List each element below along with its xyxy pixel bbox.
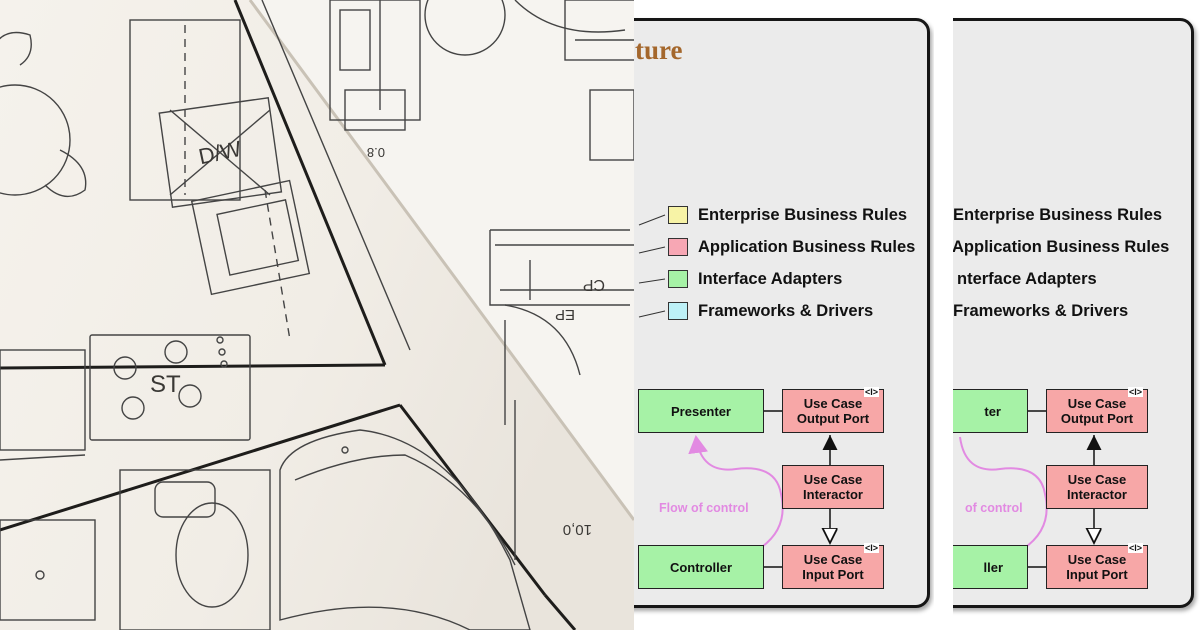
legend-adapters: nterface Adapters: [957, 268, 1097, 290]
legend-application: Application Business Rules: [668, 236, 915, 258]
legend-swatch-green: [668, 270, 688, 288]
input-port-box: Use Case Input Port: [1046, 543, 1148, 589]
presenter-box: Presenter: [638, 389, 764, 433]
blueprint-label-cp: CP: [583, 276, 605, 293]
flow-of-control-label: of control: [965, 501, 1023, 515]
slide-panel: ture Enterprise Business Rules Applicati…: [634, 18, 930, 608]
legend-swatch-yellow: [668, 206, 688, 224]
output-port-box: Use Case Output Port: [1046, 387, 1148, 433]
blueprint-label-08: 0.8: [367, 145, 385, 160]
interactor-box: Use Case Interactor: [1046, 465, 1148, 509]
input-port-box: Use Case Input Port: [782, 543, 884, 589]
slide-crop-a: ture Enterprise Business Rules Applicati…: [634, 0, 934, 630]
legend-adapters: Interface Adapters: [668, 268, 842, 290]
legend-frameworks: Frameworks & Drivers: [668, 300, 873, 322]
diagram-arrows: [959, 21, 1102, 575]
legend-application: Application Business Rules: [953, 236, 1169, 258]
flow-of-control-label: Flow of control: [659, 501, 749, 515]
presenter-box: ter: [953, 389, 1028, 433]
legend-label: Enterprise Business Rules: [953, 205, 1163, 224]
legend-label: Frameworks & Drivers: [698, 301, 874, 320]
interactor-box: Use Case Interactor: [782, 465, 884, 509]
legend-label: Frameworks & Drivers: [953, 301, 1129, 320]
blueprint-label-100: 10,0: [563, 521, 592, 538]
blueprint-label-ep: EP: [555, 306, 575, 323]
blueprint-label-st: ST: [150, 371, 181, 398]
output-port-box: Use Case Output Port: [782, 387, 884, 433]
slide-title: ture: [635, 35, 683, 65]
legend-swatch-pink: [668, 238, 688, 256]
legend-frameworks: Frameworks & Drivers: [953, 300, 1128, 322]
legend-label: nterface Adapters: [957, 269, 1097, 288]
legend-label: Application Business Rules: [953, 237, 1170, 256]
legend-swatch-cyan: [668, 302, 688, 320]
controller-box: Controller: [638, 545, 764, 589]
legend-label: Interface Adapters: [698, 269, 843, 288]
slide-crop-b: Enterprise Business Rules Application Bu…: [953, 0, 1200, 630]
slide-panel: Enterprise Business Rules Application Bu…: [953, 18, 1194, 608]
legend-enterprise: Enterprise Business Rules: [668, 204, 907, 226]
controller-box: ller: [953, 545, 1028, 589]
legend-label: Enterprise Business Rules: [698, 205, 908, 224]
legend-enterprise: Enterprise Business Rules: [953, 204, 1162, 226]
legend-label: Application Business Rules: [698, 237, 916, 256]
diagram-arrows: [638, 214, 838, 575]
blueprint-drawing: D/W ST CP EP 0.8 10,0: [0, 0, 634, 630]
blueprint-photo: D/W ST CP EP 0.8 10,0: [0, 0, 634, 630]
